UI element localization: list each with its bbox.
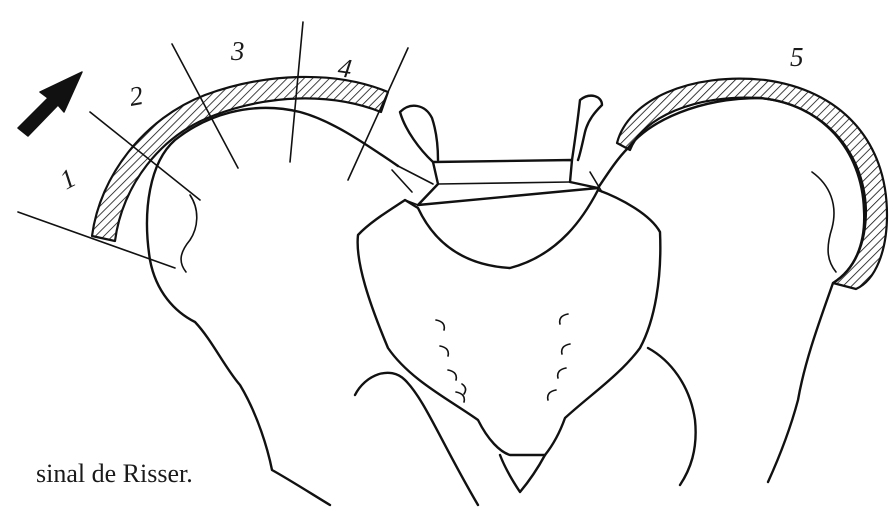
zone-label-2: 2 (127, 80, 146, 112)
zone-label-1: 1 (55, 162, 81, 195)
coccyx (500, 455, 545, 492)
right-ilium-inner (812, 172, 836, 272)
right-iliac-apophysis (617, 79, 887, 289)
left-foramina (436, 320, 466, 402)
progression-arrow-icon (18, 72, 82, 136)
zone-label-3: 3 (230, 36, 245, 66)
zone-label-4: 4 (336, 52, 354, 84)
left-transverse-process (400, 106, 438, 162)
sacrum (358, 190, 661, 455)
left-ilium (147, 108, 398, 505)
right-transverse-process (572, 96, 602, 160)
right-ilium (598, 98, 864, 482)
left-ilium-inner (181, 195, 197, 272)
zone-label-5: 5 (790, 42, 804, 72)
right-foramina (548, 314, 570, 400)
zone-line-5 (348, 48, 408, 180)
vertebral-disc (438, 182, 570, 184)
figure-caption: sinal de Risser. (36, 459, 193, 488)
left-sacroiliac-joint (392, 166, 433, 205)
right-femoral-head (648, 348, 696, 485)
